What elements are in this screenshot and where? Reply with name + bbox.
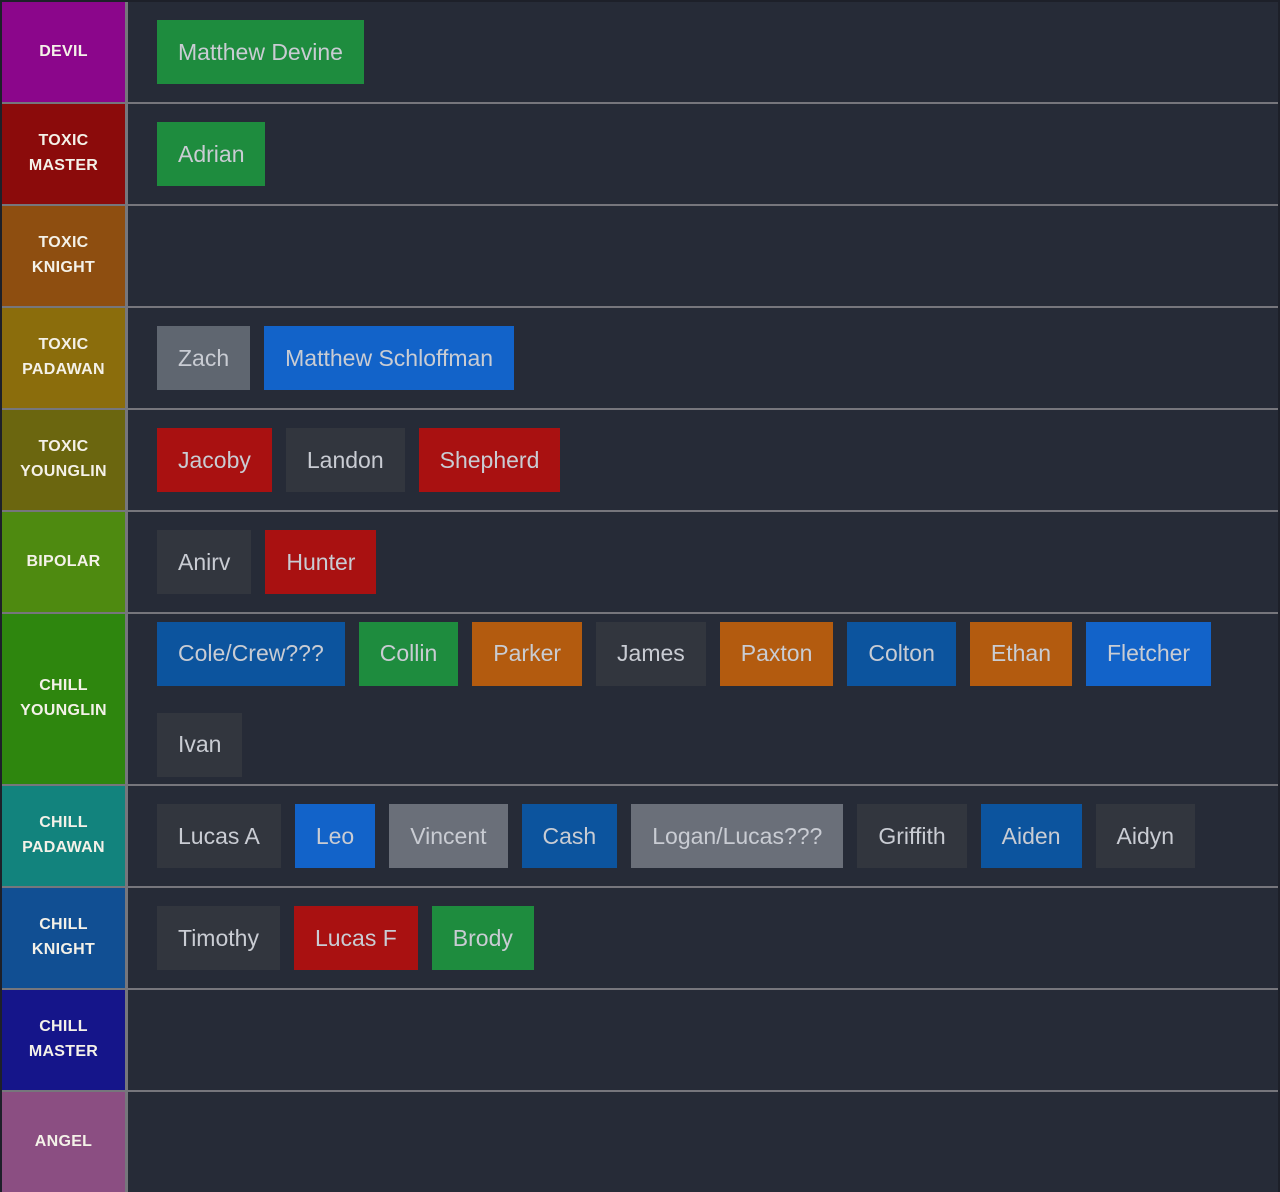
tier-row-toxic-master: TOXIC MASTER Adrian (2, 102, 1278, 204)
tier-label-chill-younglin: CHILL YOUNGLIN (2, 614, 128, 784)
tier-label-angel: ANGEL (2, 1092, 128, 1192)
tile-cash[interactable]: Cash (521, 804, 618, 868)
tier-row-toxic-knight: TOXIC KNIGHT (2, 204, 1278, 306)
tier-dropzone-toxic-master: Adrian (128, 104, 1278, 204)
tier-row-angel: ANGEL (2, 1090, 1278, 1192)
tier-dropzone-devil: Matthew Devine (128, 2, 1278, 102)
tier-label-toxic-padawan: TOXIC PADAWAN (2, 308, 128, 408)
tile-landon[interactable]: Landon (285, 428, 405, 492)
tile-matthew-devine[interactable]: Matthew Devine (157, 20, 364, 84)
tile-ethan[interactable]: Ethan (969, 621, 1072, 686)
tile-matthew-schloffman[interactable]: Matthew Schloffman (264, 326, 515, 390)
tile-cole-crew[interactable]: Cole/Crew??? (157, 621, 345, 686)
tile-james[interactable]: James (596, 621, 706, 686)
tile-aidyn[interactable]: Aidyn (1095, 804, 1196, 868)
tier-dropzone-toxic-knight (128, 206, 1278, 306)
tile-shepherd[interactable]: Shepherd (418, 428, 561, 492)
tile-lucas-a[interactable]: Lucas A (157, 804, 281, 868)
tile-ivan[interactable]: Ivan (157, 712, 243, 777)
tile-parker[interactable]: Parker (472, 621, 583, 686)
tile-logan-lucas[interactable]: Logan/Lucas??? (631, 804, 844, 868)
tier-dropzone-angel (128, 1092, 1278, 1192)
tile-griffith[interactable]: Griffith (857, 804, 967, 868)
tier-label-chill-padawan: CHILL PADAWAN (2, 786, 128, 886)
tier-label-chill-knight: CHILL KNIGHT (2, 888, 128, 988)
tier-label-toxic-knight: TOXIC KNIGHT (2, 206, 128, 306)
tier-label-toxic-master: TOXIC MASTER (2, 104, 128, 204)
tile-paxton[interactable]: Paxton (719, 621, 834, 686)
tile-colton[interactable]: Colton (847, 621, 956, 686)
tile-vincent[interactable]: Vincent (389, 804, 508, 868)
tile-leo[interactable]: Leo (294, 804, 376, 868)
tier-dropzone-chill-master (128, 990, 1278, 1090)
tile-lucas-f[interactable]: Lucas F (293, 906, 418, 970)
tile-collin[interactable]: Collin (358, 621, 459, 686)
tile-zach[interactable]: Zach (157, 326, 251, 390)
tile-adrian[interactable]: Adrian (157, 122, 266, 186)
tier-label-devil: DEVIL (2, 2, 128, 102)
tile-brody[interactable]: Brody (431, 906, 534, 970)
tile-timothy[interactable]: Timothy (157, 906, 280, 970)
tile-hunter[interactable]: Hunter (265, 530, 377, 594)
tile-anirv[interactable]: Anirv (157, 530, 252, 594)
tier-label-toxic-younglin: TOXIC YOUNGLIN (2, 410, 128, 510)
tile-fletcher[interactable]: Fletcher (1085, 621, 1212, 686)
tile-aiden[interactable]: Aiden (980, 804, 1082, 868)
tier-row-chill-master: CHILL MASTER (2, 988, 1278, 1090)
tier-row-devil: DEVIL Matthew Devine (2, 2, 1278, 102)
tier-label-bipolar: BIPOLAR (2, 512, 128, 612)
tile-jacoby[interactable]: Jacoby (157, 428, 272, 492)
tier-label-chill-master: CHILL MASTER (2, 990, 128, 1090)
